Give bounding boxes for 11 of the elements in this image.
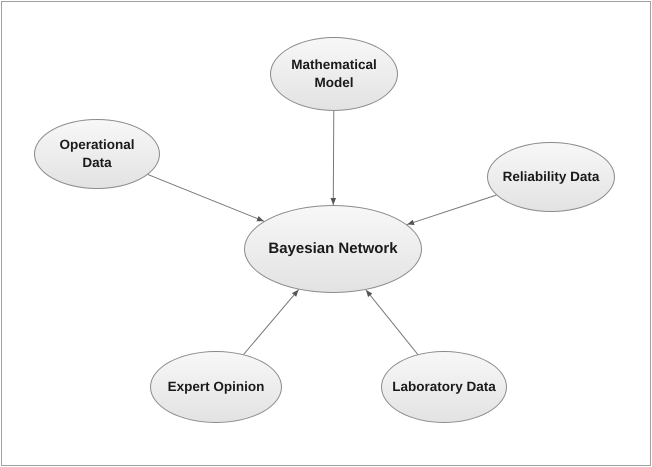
arrow (330, 110, 336, 206)
node-label: Mathematical Model (290, 56, 378, 92)
node-label: Reliability Data (502, 168, 600, 186)
arrow (365, 289, 418, 355)
node-label: Laboratory Data (392, 378, 496, 396)
arrow (148, 174, 264, 222)
node-label: Operational Data (58, 136, 136, 172)
arrow (243, 289, 300, 355)
node-label: Bayesian Network (268, 238, 398, 259)
arrow (406, 194, 497, 226)
node-label: Expert Opinion (168, 378, 264, 396)
